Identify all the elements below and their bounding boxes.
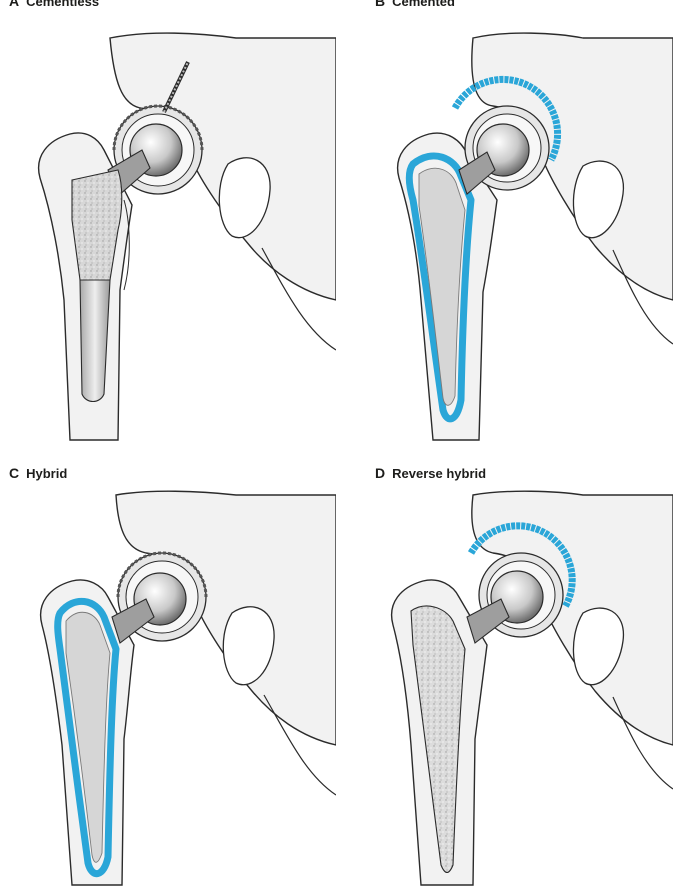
- panel-label: A Cementless: [9, 0, 99, 9]
- hip-diagram-cementless: [0, 0, 336, 445]
- panel-title: Reverse hybrid: [392, 466, 486, 481]
- panel-letter: A: [9, 0, 19, 9]
- panel-label: D Reverse hybrid: [375, 465, 486, 481]
- panel-letter: C: [9, 465, 19, 481]
- panel-reverse-hybrid: D Reverse hybrid: [337, 445, 673, 890]
- panel-title: Hybrid: [26, 466, 67, 481]
- hip-diagram-reverse-hybrid: [337, 445, 673, 890]
- panel-label: B Cemented: [375, 0, 455, 9]
- panel-cemented: B Cemented: [337, 0, 673, 445]
- hip-diagram-cemented: [337, 0, 673, 445]
- panel-title: Cementless: [26, 0, 99, 9]
- panel-cementless: A Cementless: [0, 0, 336, 445]
- panel-title: Cemented: [392, 0, 455, 9]
- panel-letter: D: [375, 465, 385, 481]
- panel-label: C Hybrid: [9, 465, 67, 481]
- panel-hybrid: C Hybrid: [0, 445, 336, 890]
- hip-diagram-hybrid: [0, 445, 336, 890]
- panel-letter: B: [375, 0, 385, 9]
